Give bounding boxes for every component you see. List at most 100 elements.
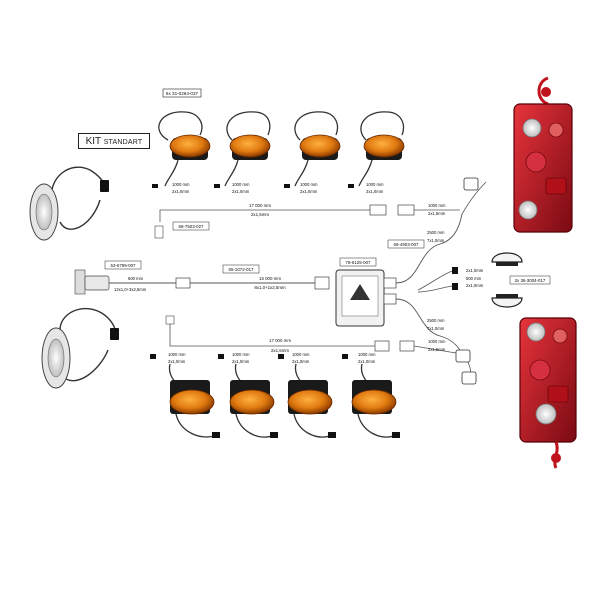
cable-spec-label: 2x1,5mm [271, 348, 289, 353]
lead-connector [452, 267, 458, 274]
lamp-cable [235, 413, 273, 438]
part-code-box-junction [339, 257, 377, 267]
lead-spec-label: 2x1,0mm [172, 189, 190, 194]
lead-connector [218, 354, 224, 359]
stop-lamp-lens [525, 151, 547, 173]
inline-connector [374, 340, 390, 352]
inline-connector [383, 293, 397, 305]
lead-length-label: 1000 mm [232, 352, 250, 357]
cable-spec-label: 8x1,0+1x2,5mm [254, 285, 286, 290]
lamp-lead [294, 159, 309, 187]
cable-run [417, 285, 453, 293]
rear-lamp-plug-lower [455, 349, 471, 363]
part-code-box-main-cable [222, 264, 260, 274]
plate-lamp-base [496, 294, 518, 298]
lead-length-label: 1000 mm [232, 182, 250, 187]
marker-lamp-bottom-1 [168, 363, 220, 438]
inline-connector [369, 204, 387, 216]
bottom-marker-lamps: 1000 mm 2x1,0mm 1000 mm 2x1,0mm 1000 mm … [150, 352, 400, 438]
lamp-cable [50, 166, 107, 201]
part-code-box-cable-top [172, 221, 210, 231]
marker-lamp-top-1 [152, 111, 211, 188]
cable-connector [100, 180, 109, 192]
marker-lamp-bottom-2 [229, 363, 278, 438]
side-marker-lens [35, 193, 53, 231]
lead-connector [342, 354, 348, 359]
lamp-cable [360, 111, 405, 141]
main-cable: 53-6799-007 600 mm 12x1,0+3x2,5mm 65-107… [74, 260, 330, 295]
lead-connector [284, 184, 290, 188]
cable-length-label: 15 000 mm [259, 276, 281, 281]
fog-lamp-lens [535, 403, 557, 425]
kit-sublabel: STANDART [103, 139, 143, 146]
upper-cable: 68-7503-027 17 000 mm 2x1,5mm 1000 mm 2x… [154, 203, 460, 239]
reverse-lamp-lens [522, 118, 542, 138]
lead-length-label: 2500 mm [427, 230, 445, 235]
lead-spec-label: 7x1,0mm [427, 326, 445, 331]
plate-lamp-upper [491, 252, 523, 263]
lead-length-label: 1000 mm [292, 352, 310, 357]
cable-run [461, 181, 487, 215]
amber-lens [299, 134, 341, 158]
junction-box-logo [350, 284, 370, 300]
lamp-cable [175, 413, 215, 438]
rear-lamp-plug-upper [463, 177, 479, 191]
inline-connector [397, 204, 415, 216]
main-socket [84, 275, 110, 291]
kit-standart-label: KIT STANDART [78, 133, 150, 149]
top-marker-lamps: 6x 31-0264-037 [152, 88, 405, 194]
cable-connector [212, 432, 220, 438]
cable-connector [110, 328, 119, 340]
part-code-cable-right: 68-4903-007 [394, 242, 419, 247]
lead-length-label: 2500 mm [427, 318, 445, 323]
fog-lamp-lens [518, 200, 538, 220]
cable-end-plug [154, 225, 164, 239]
cable-connector [392, 432, 400, 438]
lead-spec-label: 2x1,0mm [232, 189, 250, 194]
part-code-top-markers: 6x 31-0264-037 [166, 91, 199, 96]
cable-length-label: 17 000 mm [269, 338, 291, 343]
lamp-lead [224, 159, 239, 187]
part-code-junction-box: 78-6125-007 [346, 260, 371, 265]
rear-lamp-upper [513, 76, 573, 233]
lead-length-label: 1000 mm [428, 203, 446, 208]
side-marker-lower [41, 307, 119, 389]
reverse-lamp-lens [526, 322, 546, 342]
lamp-cable [357, 413, 395, 438]
part-code-box-cable-right [387, 239, 425, 249]
cable-connector [270, 432, 278, 438]
stop-lamp-lens [529, 359, 551, 381]
lead-spec-label: 2x1,5mm [428, 211, 446, 216]
cable-run [417, 270, 453, 291]
lamp-cable [59, 307, 117, 337]
amber-lens [169, 389, 215, 415]
rear-lamp-lower [519, 317, 577, 469]
rear-lamp-plug-lower-2 [461, 371, 477, 385]
lamp-cable [158, 111, 203, 141]
plate-lead-spec: 2x1,0mm [466, 283, 484, 288]
cable-run [169, 322, 375, 347]
lead-length-label: 1000 mm [168, 352, 186, 357]
rear-lamp-connectors [455, 177, 487, 385]
lamp-cable [226, 111, 271, 141]
amber-lens [287, 389, 333, 415]
junction-box-panel [341, 275, 379, 317]
inline-connector [314, 276, 330, 290]
part-code-cable-top: 68-7503-027 [179, 224, 204, 229]
lamp-cable [294, 111, 339, 141]
lamp-lead [164, 159, 179, 187]
lead-spec-label: 2x1,0mm [168, 359, 186, 364]
part-code-plate-lamps: 2x 36-3004-017 [515, 278, 546, 283]
lead-spec-label: 7x1,0mm [427, 238, 445, 243]
lead-spec-label: 2x1,5mm [428, 347, 446, 352]
rear-lamp-cable [537, 76, 549, 106]
lead-connector [214, 184, 220, 188]
plate-lead-spec: 2x1,0mm [466, 268, 484, 273]
marker-lamp-top-3 [284, 111, 341, 188]
lead-connector [348, 184, 354, 188]
marker-lamp-bottom-3 [287, 363, 336, 438]
junction-box: 78-6125-007 68-4903-007 2500 mm 7x1,0mm … [335, 213, 463, 355]
lead-connector [452, 283, 458, 290]
